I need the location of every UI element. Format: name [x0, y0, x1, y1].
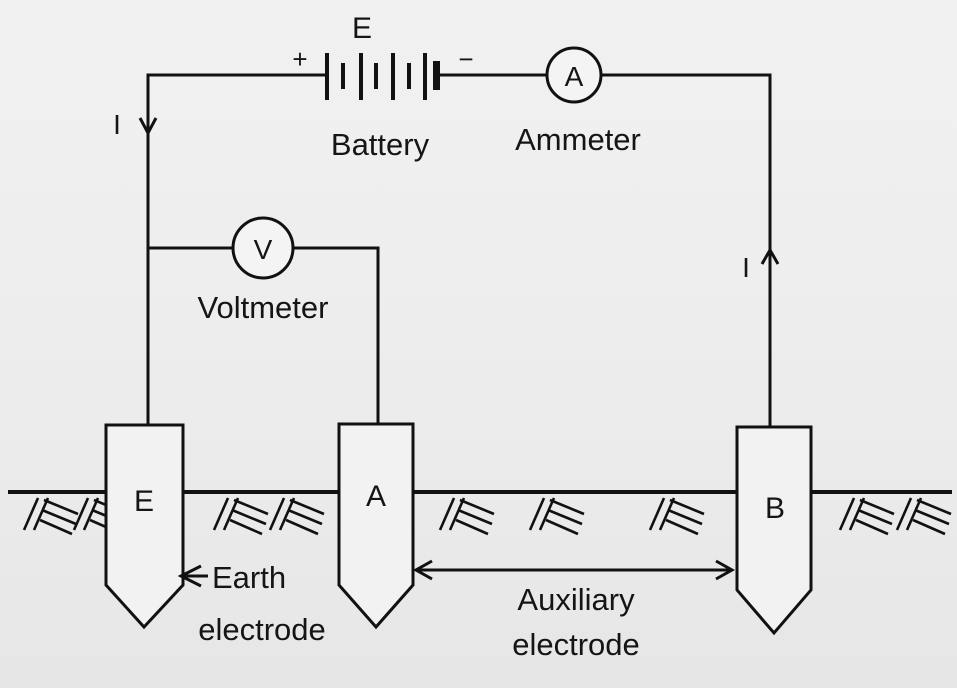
- battery-plus-sign: +: [292, 44, 307, 74]
- potential-electrode-A: [337, 422, 415, 630]
- hatch-mark: [82, 497, 100, 531]
- voltmeter-symbol: V: [254, 234, 273, 265]
- earth-electrode-E: [104, 423, 185, 630]
- hatch-mark: [231, 508, 267, 526]
- battery-plate: [433, 61, 440, 90]
- hatch-mark: [848, 497, 866, 531]
- hatch-mark: [459, 498, 495, 516]
- hatch-mark: [912, 518, 946, 536]
- current-arrow-up-icon: [760, 246, 780, 265]
- earth-electrode-label-line2: electrode: [198, 612, 326, 647]
- hatch-mark: [528, 497, 546, 531]
- hatch-mark: [278, 497, 296, 531]
- hatch-mark: [658, 497, 676, 531]
- current-arrow-down-icon: [138, 117, 158, 137]
- hatch-mark: [43, 498, 79, 516]
- hatch-mark: [547, 508, 583, 526]
- hatch-mark: [455, 518, 489, 536]
- wire-voltmeter-to-potential-electrode: [292, 246, 380, 426]
- wire-ammeter-to-current-electrode: [598, 73, 772, 429]
- ammeter-label: Ammeter: [515, 122, 641, 157]
- hatch-mark: [222, 497, 240, 531]
- hatch-mark: [285, 518, 319, 536]
- hatch-mark: [669, 498, 705, 516]
- hatch-mark: [229, 518, 263, 536]
- current-electrode-B: [735, 425, 813, 636]
- auxiliary-electrode-label-line1: Auxiliary: [517, 582, 635, 617]
- circuit-wiring: [146, 73, 772, 429]
- hatch-mark: [39, 518, 73, 536]
- battery-symbol-label: E: [352, 12, 372, 45]
- ammeter-symbol: A: [565, 61, 584, 92]
- hatch-mark: [545, 518, 579, 536]
- battery-minus-sign: −: [458, 44, 473, 74]
- hatch-mark: [457, 508, 493, 526]
- hatch-mark: [22, 497, 40, 531]
- auxiliary-electrode-label-line2: electrode: [512, 627, 640, 662]
- hatch-mark: [438, 497, 456, 531]
- earth-electrode-label-line1: Earth: [212, 560, 286, 595]
- voltmeter-circle: [231, 216, 295, 280]
- hatch-mark: [648, 497, 666, 531]
- battery-label: Battery: [331, 127, 430, 162]
- hatch-mark: [895, 497, 913, 531]
- arrowhead-right-icon: [715, 559, 736, 581]
- hatch-mark: [916, 498, 952, 516]
- hatch-mark: [289, 498, 325, 516]
- hatch-mark: [233, 498, 269, 516]
- hatch-mark: [667, 508, 703, 526]
- current-label-left: I: [113, 109, 121, 140]
- hatch-mark: [665, 518, 699, 536]
- wire-earth-to-battery: [146, 73, 302, 427]
- hatch-mark: [859, 498, 895, 516]
- earth-electrode-pointer-icon: [177, 564, 202, 588]
- current-electrode-letter: B: [765, 492, 785, 525]
- hatch-mark: [72, 497, 90, 531]
- hatch-mark: [212, 497, 230, 531]
- hatch-mark: [914, 508, 950, 526]
- hatch-mark: [268, 497, 286, 531]
- hatch-mark: [287, 508, 323, 526]
- current-label-right: I: [742, 252, 750, 283]
- earth-electrode-letter: E: [134, 485, 154, 518]
- arrowhead-left-icon: [412, 559, 433, 581]
- hatch-mark: [905, 497, 923, 531]
- potential-electrode-letter: A: [366, 480, 386, 513]
- hatch-mark: [855, 518, 889, 536]
- voltmeter-label: Voltmeter: [198, 290, 329, 325]
- ground-hatching: [22, 497, 952, 536]
- hatch-mark: [448, 497, 466, 531]
- hatch-mark: [538, 497, 556, 531]
- hatch-mark: [41, 508, 77, 526]
- hatch-mark: [549, 498, 585, 516]
- hatch-mark: [838, 497, 856, 531]
- ammeter-circle: [545, 46, 603, 104]
- hatch-mark: [857, 508, 893, 526]
- hatch-mark: [32, 497, 50, 531]
- battery-symbol: [298, 53, 440, 100]
